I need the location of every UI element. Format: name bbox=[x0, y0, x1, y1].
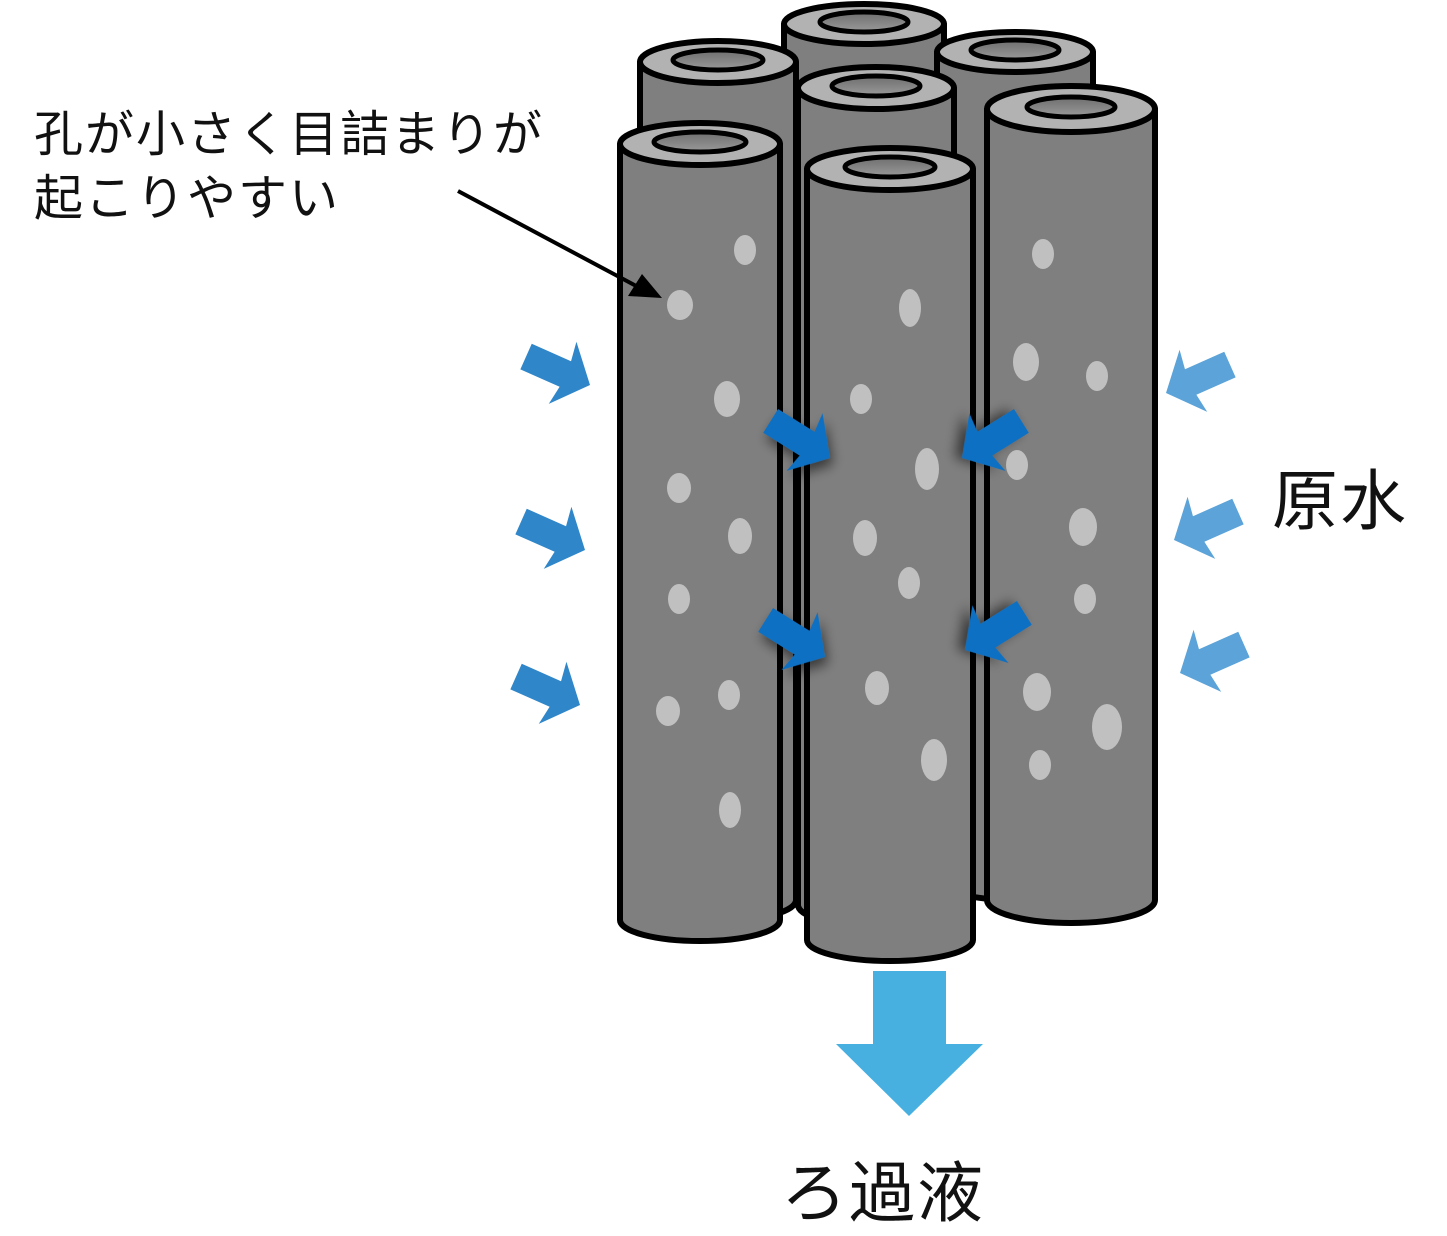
membrane-tube bbox=[984, 83, 1158, 926]
tube-body bbox=[984, 106, 1158, 926]
pore-dot bbox=[850, 384, 872, 414]
membrane-tube-bundle bbox=[617, 1, 1158, 964]
tube-body bbox=[617, 141, 783, 944]
filtrate-label: ろ過液 bbox=[781, 1155, 985, 1232]
annotation-pointer-line bbox=[457, 189, 641, 290]
annotation-pointer-head bbox=[628, 274, 662, 298]
pore-dot bbox=[915, 448, 939, 490]
pore-dot bbox=[1032, 239, 1054, 269]
inner-flow-arrow bbox=[763, 409, 830, 471]
pore-dot bbox=[667, 473, 691, 503]
flow-arrows bbox=[510, 341, 1250, 1116]
pore-dot bbox=[719, 792, 741, 828]
inner-flow-arrow-shape bbox=[965, 601, 1032, 663]
tube-bore bbox=[968, 37, 1062, 63]
pore-dot bbox=[1013, 343, 1039, 381]
inflow-arrow-right bbox=[1166, 349, 1236, 412]
inflow-arrow-left-shape bbox=[515, 506, 585, 569]
tube-bore bbox=[651, 129, 749, 155]
inner-flow-arrow bbox=[758, 608, 825, 670]
pore-dot bbox=[1092, 704, 1122, 750]
pore-dot bbox=[1069, 508, 1097, 546]
raw-water-label: 原水 bbox=[1272, 463, 1408, 540]
clogging-annotation: 孔が小さく目詰まりが 起こりやすい bbox=[34, 103, 544, 231]
tube-bore bbox=[829, 73, 923, 99]
inflow-arrow-right-shape bbox=[1180, 629, 1250, 692]
inflow-arrow-right bbox=[1174, 496, 1244, 559]
pore-dot bbox=[714, 381, 740, 417]
membrane-tube bbox=[617, 120, 783, 944]
inflow-arrow-left bbox=[510, 661, 580, 724]
filtrate-outflow-arrow bbox=[836, 971, 983, 1116]
pore-dots bbox=[656, 235, 1122, 828]
inflow-arrow-left bbox=[515, 506, 585, 569]
inner-flow-arrow bbox=[962, 409, 1029, 471]
inflow-arrow-right-shape bbox=[1174, 496, 1244, 559]
pore-dot bbox=[734, 235, 756, 265]
inflow-arrow-right bbox=[1180, 629, 1250, 692]
membrane-tube bbox=[804, 145, 976, 964]
pore-dot bbox=[865, 671, 889, 705]
inflow-arrow-left bbox=[520, 341, 590, 404]
annotation-line-2: 起こりやすい bbox=[34, 170, 341, 227]
pore-dot bbox=[921, 739, 947, 781]
pore-dot bbox=[718, 680, 740, 710]
annotation-pointer-arrow bbox=[457, 189, 662, 298]
pore-dot bbox=[667, 290, 693, 320]
tube-bore bbox=[670, 47, 766, 73]
pore-dot bbox=[656, 696, 680, 726]
pore-dot bbox=[1086, 361, 1108, 391]
tube-bore bbox=[842, 154, 938, 180]
inner-flow-arrow-shape bbox=[758, 608, 825, 670]
tube-bore bbox=[817, 9, 911, 35]
pore-dot bbox=[1074, 584, 1096, 614]
tube-body bbox=[804, 166, 976, 964]
inner-flow-arrow bbox=[965, 601, 1032, 663]
tube-bore bbox=[1024, 94, 1118, 120]
inflow-arrow-left-shape bbox=[510, 661, 580, 724]
annotation-line-1: 孔が小さく目詰まりが bbox=[34, 106, 545, 163]
pore-dot bbox=[668, 584, 690, 614]
inflow-arrow-left-shape bbox=[520, 341, 590, 404]
inflow-arrow-right-shape bbox=[1166, 349, 1236, 412]
pore-dot bbox=[1006, 450, 1028, 480]
pore-dot bbox=[898, 567, 920, 599]
pore-dot bbox=[1023, 673, 1051, 711]
pore-dot bbox=[853, 520, 877, 556]
pore-dot bbox=[728, 518, 752, 554]
pore-dot bbox=[899, 289, 921, 327]
pore-dot bbox=[1029, 750, 1051, 780]
inner-flow-arrow-shape bbox=[763, 409, 830, 471]
inner-flow-arrow-shape bbox=[962, 409, 1029, 471]
